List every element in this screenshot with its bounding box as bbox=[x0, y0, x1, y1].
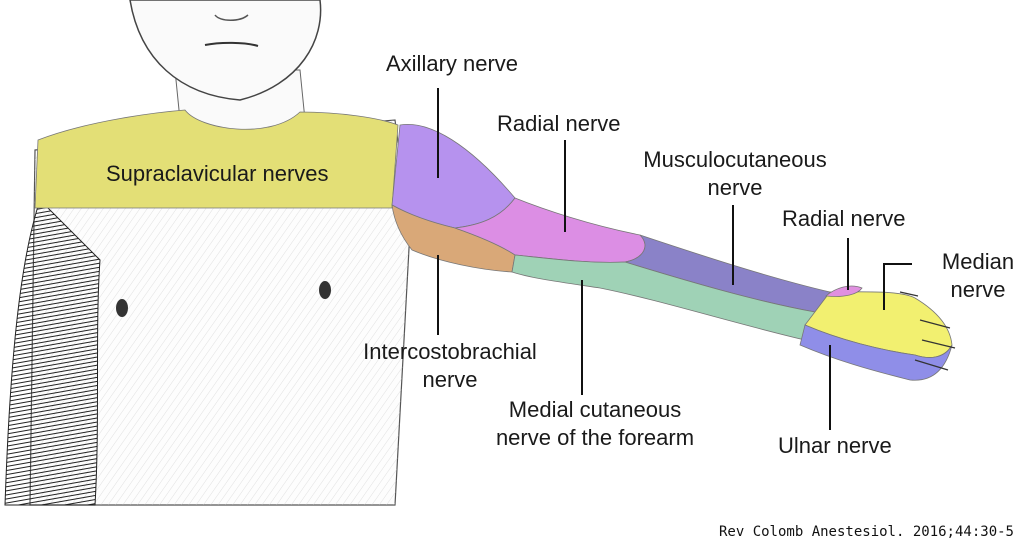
label-median-line2: nerve bbox=[950, 277, 1006, 302]
label-radial-hand: Radial nerve bbox=[782, 206, 906, 231]
region-axillary bbox=[391, 123, 516, 229]
region-supraclavicular bbox=[34, 109, 399, 209]
label-median-line1: Median bbox=[941, 249, 1015, 274]
left-arm bbox=[4, 199, 101, 506]
region-ulnar bbox=[799, 324, 953, 381]
source-caption: Rev Colomb Anestesiol. 2016;44:30-5 bbox=[718, 524, 1014, 540]
label-medial-cutaneous-line2: nerve of the forearm bbox=[495, 425, 695, 450]
label-axillary: Axillary nerve bbox=[386, 51, 519, 76]
nose bbox=[214, 14, 249, 21]
label-musculocutaneous: Musculocutaneous nerve bbox=[620, 146, 850, 202]
mouth bbox=[204, 41, 259, 47]
label-musculocutaneous-line1: Musculocutaneous bbox=[643, 147, 827, 172]
label-intercostobrachial-line2: nerve bbox=[422, 367, 478, 392]
head bbox=[129, 0, 322, 101]
nipple-left bbox=[116, 299, 128, 317]
label-radial-upper: Radial nerve bbox=[497, 111, 621, 136]
label-medial-cutaneous-line1: Medial cutaneous bbox=[508, 397, 682, 422]
label-medial-cutaneous: Medial cutaneous nerve of the forearm bbox=[470, 396, 720, 452]
label-musculocutaneous-line2: nerve bbox=[707, 175, 763, 200]
torso-shading bbox=[30, 120, 410, 505]
region-radial-hand bbox=[825, 285, 863, 297]
label-ulnar: Ulnar nerve bbox=[778, 433, 892, 458]
label-median: Median nerve bbox=[932, 248, 1024, 304]
leader-lines bbox=[437, 88, 912, 430]
nipple-right bbox=[319, 281, 331, 299]
label-intercostobrachial-line1: Intercostobrachial bbox=[363, 339, 537, 364]
hand-outline bbox=[899, 291, 956, 371]
label-intercostobrachial: Intercostobrachial nerve bbox=[340, 338, 560, 394]
label-supraclavicular: Supraclavicular nerves bbox=[106, 161, 329, 186]
leader-median bbox=[883, 263, 912, 310]
